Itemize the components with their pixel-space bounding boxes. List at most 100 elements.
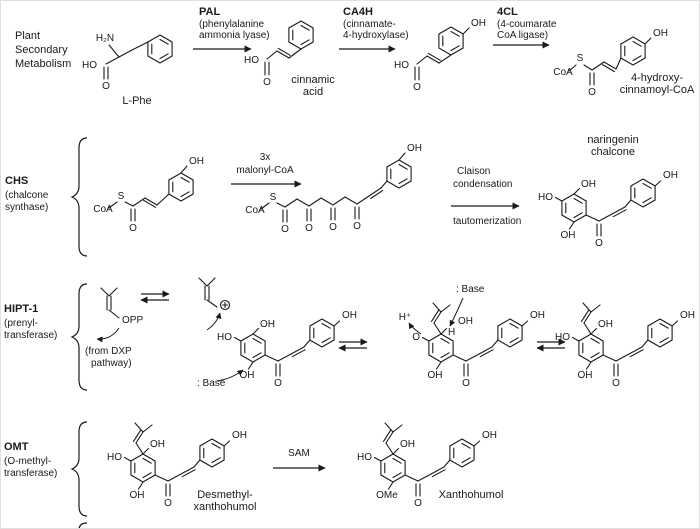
phenol-oh-label: OH xyxy=(482,430,497,441)
oh-label: OH xyxy=(598,319,613,330)
sulfur-label: S xyxy=(270,192,277,203)
row4-enzyme-label: OMT (O-methyl- transferase) xyxy=(4,441,57,479)
oxygen-label: O xyxy=(353,221,361,232)
ho-label: HO xyxy=(555,332,570,343)
coa-label: CoA xyxy=(93,204,113,215)
row2-enzyme-label: CHS (chalcone synthase) xyxy=(5,175,49,213)
oxygen-label: O xyxy=(129,223,137,234)
row-brace xyxy=(70,421,88,517)
arrow-label: SAM xyxy=(288,448,310,459)
chalcone-skeleton xyxy=(556,179,661,236)
enzyme-name-pal: PAL xyxy=(199,6,220,18)
oh-label: OH xyxy=(581,179,596,190)
molecule-name-line1: naringenin xyxy=(587,134,638,146)
oxygen-label: O xyxy=(413,82,421,93)
enzyme-desc2: ammonia lyase) xyxy=(199,30,270,41)
oh-label: OH xyxy=(400,439,415,450)
base-label: : Base xyxy=(456,284,485,295)
enzyme-name-ca4h: CA4H xyxy=(343,6,373,18)
oh-label: OH xyxy=(240,370,255,381)
molecule-name-line2: cinnamoyl-CoA xyxy=(620,84,695,96)
curved-arrow xyxy=(96,327,120,343)
ome-label: OMe xyxy=(376,490,398,501)
phenol-oh-label: OH xyxy=(407,143,422,154)
arrow-label-line2: condensation xyxy=(453,179,513,190)
enzyme-desc1: (phenylalanine xyxy=(199,19,264,30)
enzyme-name-chs: CHS xyxy=(5,175,28,187)
molecule-coumaroyl-coa: CoA S O OH 4-hydroxy- cinnamoyl-CoA xyxy=(553,28,695,98)
reaction-arrow-ca4h: CA4H (cinnamate- 4-hydroxylase) xyxy=(339,6,409,53)
molecule-chalcone-attack: HO OH OH O OH : Base xyxy=(197,310,357,389)
enzyme-desc1: (cinnamate- xyxy=(343,19,396,30)
molecule-polyketide-intermediate: CoA S O O O O OH xyxy=(245,143,422,235)
enzyme-desc1: (chalcone xyxy=(5,190,49,201)
row-brace xyxy=(70,137,88,257)
reaction-arrow-4cl: 4CL (4-coumarate CoA ligase) xyxy=(493,6,557,49)
amine-label: H₂N xyxy=(96,33,114,44)
benzene-ring xyxy=(386,159,412,189)
benzene-ring xyxy=(147,34,173,64)
oh-label: OH xyxy=(150,439,165,450)
row-brace-fragment xyxy=(78,522,88,528)
plus-charge-icon xyxy=(219,299,231,311)
title-line3: Metabolism xyxy=(15,58,71,70)
molecule-xanthohumol: HO OH OMe O OH Xanthohumol xyxy=(357,422,503,509)
ho-label: HO xyxy=(538,192,553,203)
ho-label: HO xyxy=(217,332,232,343)
molecule-name: L-Phe xyxy=(122,95,151,107)
enzyme-desc2: 4-hydroxylase) xyxy=(343,30,409,41)
molecule-name-line2: chalcone xyxy=(591,146,635,158)
arrow-label-line3: tautomerization xyxy=(453,216,521,227)
row1-title: Plant Secondary Metabolism xyxy=(15,30,71,70)
chalcone-skeleton xyxy=(423,319,528,376)
enzyme-desc1: (4-coumarate xyxy=(497,19,557,30)
pathway-row-1: Plant Secondary Metabolism H₂N HO O L-Ph… xyxy=(15,6,695,107)
dxp-note-line1: (from DXP xyxy=(85,346,132,357)
enzyme-desc1: (prenyl- xyxy=(4,318,38,329)
hplus-label: H⁺ xyxy=(399,312,412,323)
chalcone-skeleton xyxy=(125,439,230,496)
enzyme-desc1: (O-methyl- xyxy=(4,456,51,467)
phenol-oh-label: OH xyxy=(471,18,486,29)
title-line2: Secondary xyxy=(15,44,68,56)
molecule-name-line2: xanthohumol xyxy=(194,501,257,513)
oxygen-label: O xyxy=(588,87,596,98)
reaction-arrow-sam: SAM xyxy=(273,448,326,472)
oxygen-label: O xyxy=(102,81,110,92)
arrow-label-line1: Claison xyxy=(457,166,490,177)
sulfur-label: S xyxy=(577,53,584,64)
molecule-name-line1: cinnamic xyxy=(291,74,335,86)
ho-label: HO xyxy=(357,452,372,463)
benzene-ring xyxy=(620,36,646,66)
phenol-oh-label: OH xyxy=(653,28,668,39)
carbonyl-o-label: O xyxy=(612,378,620,389)
carbonyl-o-label: O xyxy=(164,498,172,509)
chalcone-skeleton xyxy=(573,319,678,376)
oxygen-label: O xyxy=(263,77,271,88)
enzyme-name-hipt1: HIPT-1 xyxy=(4,303,38,315)
oxygen-label: O xyxy=(329,222,337,233)
enzyme-desc2: synthase) xyxy=(5,202,48,213)
phenol-oh-label: OH xyxy=(530,310,545,321)
hydroxyl-label: HO xyxy=(394,60,409,71)
hydroxyl-label: HO xyxy=(244,55,259,66)
enzyme-desc2: transferase) xyxy=(4,330,57,341)
curved-arrow xyxy=(216,369,244,382)
molecule-name-line1: 4-hydroxy- xyxy=(631,72,683,84)
ho-label: HO xyxy=(107,452,122,463)
pathway-row-4: OMT (O-methyl- transferase) HO OH OH O O… xyxy=(4,421,503,528)
molecule-prenyl-cation xyxy=(198,277,231,311)
enzyme-desc2: CoA ligase) xyxy=(497,30,548,41)
pathway-row-3: HIPT-1 (prenyl- transferase) OPP (from D… xyxy=(4,277,695,391)
oh-label: OH xyxy=(130,490,145,501)
row3-enzyme-label: HIPT-1 (prenyl- transferase) xyxy=(4,303,57,341)
phenol-oh-label: OH xyxy=(680,310,695,321)
pathway-row-2: CHS (chalcone synthase) CoA S O OH 3x ma… xyxy=(5,134,678,257)
molecule-arenium-intermediate: O H OH OH O OH : Base H⁺ xyxy=(399,284,545,389)
arrow-label-line1: 3x xyxy=(260,152,271,163)
dxp-note-line2: pathway) xyxy=(91,358,132,369)
carbonyl-o-label: O xyxy=(414,498,422,509)
base-label: : Base xyxy=(197,378,226,389)
reaction-arrow-claisen: Claison condensation tautomerization xyxy=(451,166,521,227)
